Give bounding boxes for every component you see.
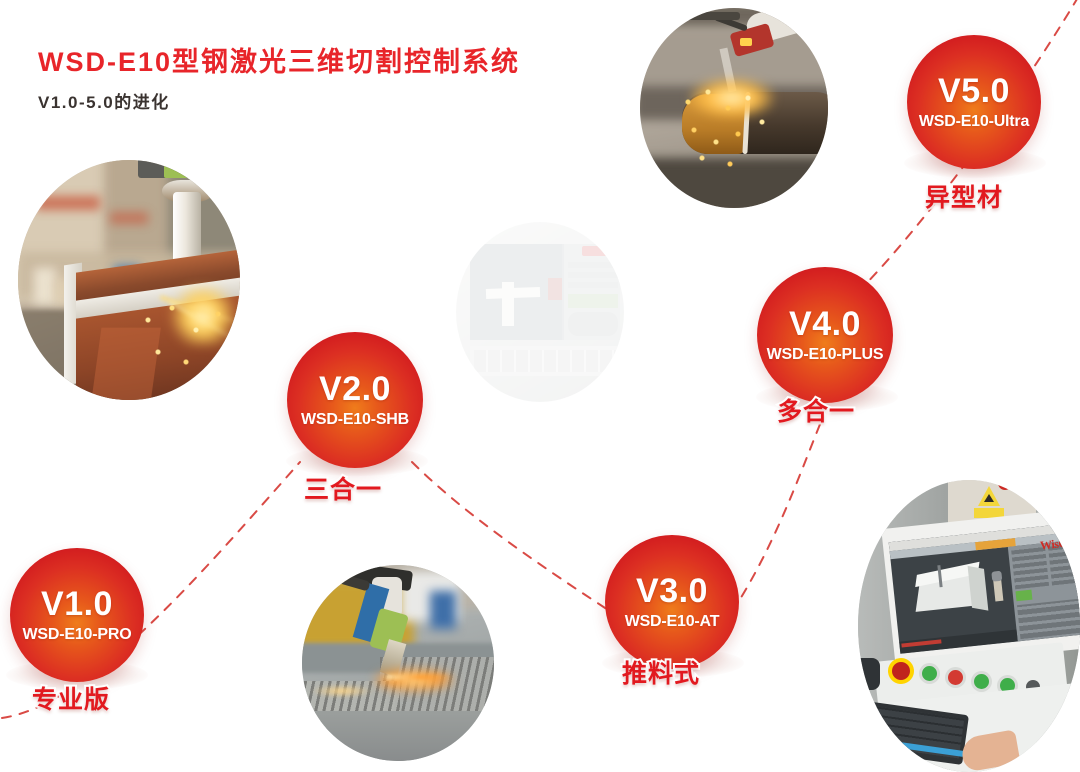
version-badge-v5[interactable]: V5.0 WSD-E10-Ultra — [907, 35, 1041, 169]
version-badge-v3[interactable]: V3.0 WSD-E10-AT — [605, 535, 739, 669]
version-badge-v1[interactable]: V1.0 WSD-E10-PRO — [10, 548, 144, 682]
version-label-v2: V2.0 — [319, 369, 391, 408]
version-label-v1: V1.0 — [41, 584, 113, 623]
caption-v1: 专业版 — [30, 684, 111, 716]
model-label-v4: WSD-E10-PLUS — [766, 345, 884, 363]
version-badge-v4[interactable]: V4.0 WSD-E10-PLUS — [757, 267, 893, 403]
model-label-v2: WSD-E10-SHB — [300, 410, 410, 428]
page-subtitle: V1.0-5.0的进化 — [38, 93, 170, 112]
photo-laser-cutting-h-beam — [18, 160, 240, 400]
photo-wiscut-software-screen — [456, 222, 624, 402]
model-label-v5: WSD-E10-Ultra — [918, 112, 1030, 130]
version-badge-v2[interactable]: V2.0 WSD-E10-SHB — [287, 332, 423, 468]
model-label-v3: WSD-E10-AT — [624, 612, 720, 630]
photo-laser-cutting-pipe — [640, 8, 828, 208]
version-label-v3: V3.0 — [636, 571, 708, 610]
caption-v2: 三合一 — [302, 474, 383, 506]
caption-v5: 异型材 — [923, 182, 1004, 214]
version-label-v5: V5.0 — [938, 71, 1010, 110]
model-label-v1: WSD-E10-PRO — [22, 625, 132, 643]
caption-v4: 多合一 — [775, 396, 856, 428]
page-title: WSD-E10型钢激光三维切割控制系统 — [38, 47, 521, 77]
photo-plasma-cutting-table — [302, 565, 494, 761]
caption-v3: 推料式 — [620, 658, 701, 690]
version-label-v4: V4.0 — [789, 304, 861, 343]
photo-cnc-control-panel: WisCut — [858, 480, 1080, 772]
